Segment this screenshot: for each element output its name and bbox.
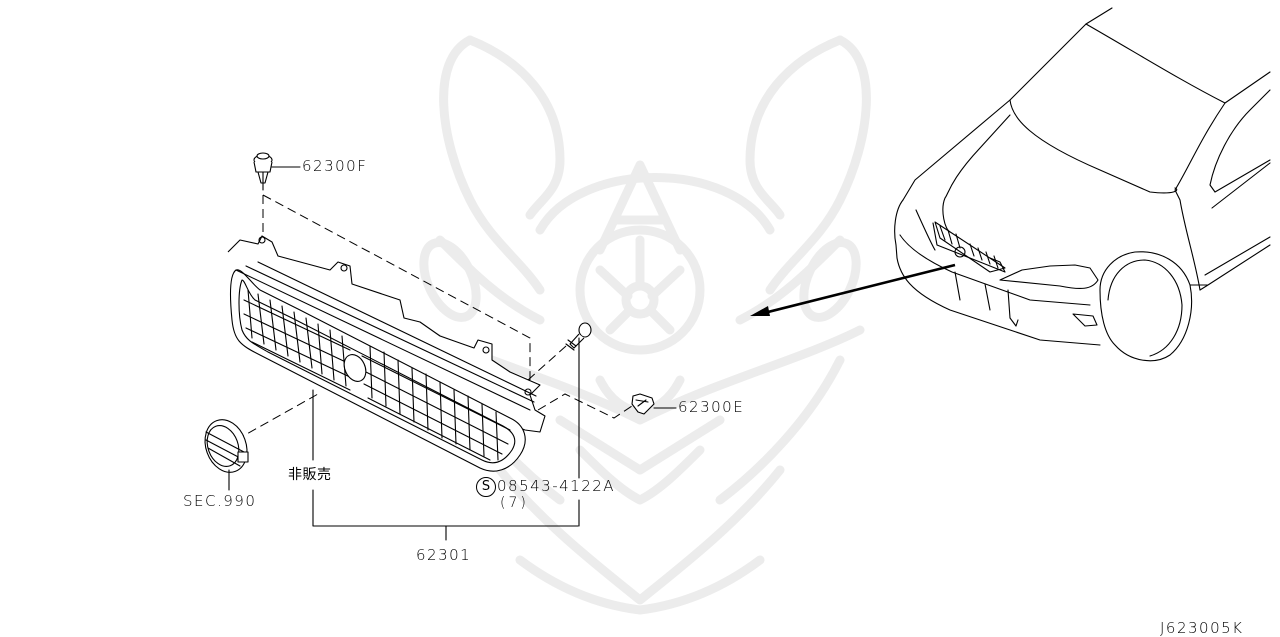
vehicle-front-icon[interactable] bbox=[894, 7, 1271, 362]
label-sec-990[interactable]: SEC.990 bbox=[183, 492, 257, 510]
watermark-helmet-icon bbox=[415, 35, 871, 615]
diagram-code: J623005K bbox=[1160, 619, 1244, 637]
leader-62300f-dashed bbox=[262, 194, 531, 385]
screw-08543-4122a-icon[interactable] bbox=[565, 322, 592, 527]
label-screw-quantity: (7) bbox=[500, 495, 529, 511]
label-not-for-sale: 非販売 bbox=[288, 467, 332, 483]
label-62300f[interactable]: 62300F bbox=[302, 157, 368, 175]
clip-62300f-icon[interactable] bbox=[253, 152, 301, 191]
label-62301[interactable]: 62301 bbox=[416, 546, 472, 564]
standard-part-s-icon: S bbox=[476, 477, 496, 497]
grille-mesh bbox=[243, 289, 511, 461]
label-08543-4122a[interactable]: 08543-4122A bbox=[497, 477, 616, 495]
leader-emblem-dashed bbox=[235, 393, 319, 441]
leader-screw-dashed bbox=[527, 345, 567, 381]
leader-62300e-dashed bbox=[537, 393, 633, 419]
locator-arrow-icon bbox=[750, 263, 956, 316]
label-62300e[interactable]: 62300E bbox=[678, 398, 745, 416]
leader-62301 bbox=[312, 389, 579, 541]
grille-assembly-icon[interactable] bbox=[227, 235, 546, 472]
emblem-icon[interactable] bbox=[198, 414, 254, 491]
clip-62300e-icon[interactable] bbox=[631, 393, 677, 415]
